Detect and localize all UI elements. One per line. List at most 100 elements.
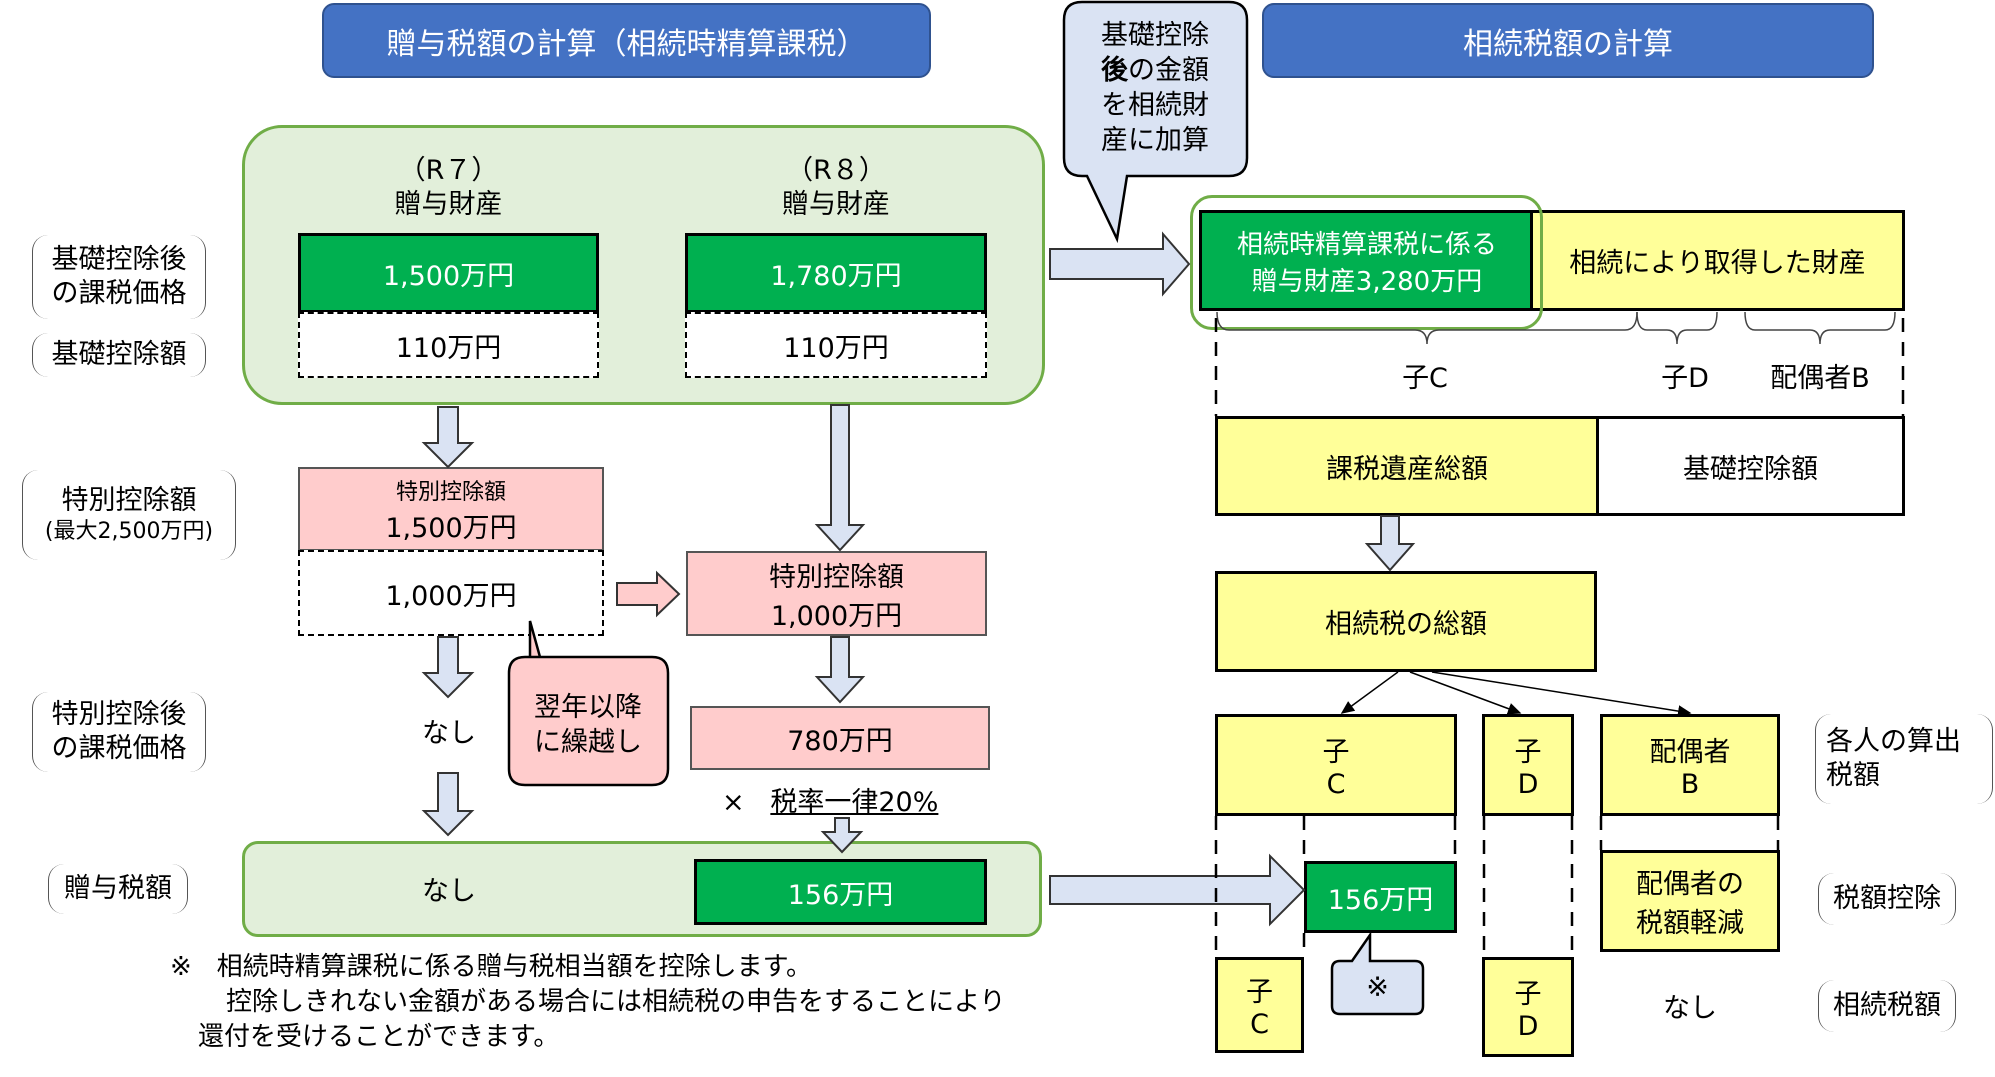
heir-child-d: 子D: [1640, 355, 1730, 395]
label-text: 贈与税額: [64, 873, 172, 905]
times-sign: ×: [722, 787, 745, 818]
heir-label: 子D: [1661, 362, 1709, 394]
box-text: 子: [1322, 737, 1350, 768]
bubble-text: 後の金額: [1101, 53, 1209, 88]
down-arrow-icon: [814, 636, 866, 704]
estate-inherited-portion: 相続により取得した財産: [1530, 210, 1905, 311]
label-text: 特別控除後: [51, 699, 187, 731]
label-inheritance-tax: 相続税額: [1818, 980, 1956, 1032]
r8-heading: （R８） 贈与財産: [685, 148, 987, 228]
label-text: の課税価格: [51, 278, 187, 309]
label-tax-credit: 税額控除: [1818, 873, 1956, 925]
down-arrow-icon: [421, 636, 475, 699]
year-label: （R７）: [398, 155, 499, 187]
bubble-text: の金額: [1128, 54, 1209, 86]
gift-tax-header: 贈与税額の計算（相続時精算課税）: [322, 3, 931, 78]
bubble-text: 産に加算: [1101, 125, 1209, 157]
brace-spouse-b: [1744, 311, 1896, 345]
right-arrow-icon: [1049, 853, 1306, 927]
final-spouse: なし: [1640, 985, 1740, 1025]
amount: 1,500万円: [385, 512, 517, 544]
label-text: 相続税額: [1833, 990, 1941, 1022]
tax-rate: × 税率一律20%: [722, 780, 982, 820]
gift-property-label: 贈与財産: [394, 189, 503, 220]
estate-gift-portion: 相続時精算課税に係る 贈与財産3,280万円: [1199, 210, 1532, 311]
value: なし: [422, 875, 476, 907]
gift-tax-header-text: 贈与税額の計算（相続時精算課税）: [386, 26, 867, 62]
amount: 1,780万円: [770, 260, 902, 292]
carry-over-bubble-text: 翌年以降に繰越し: [512, 675, 664, 775]
bubble-text: ※: [1366, 971, 1389, 1003]
bubble-text-bold: 後: [1101, 54, 1128, 86]
box-text: 相続税の総額: [1325, 609, 1487, 640]
note-bubble-text: ※: [1332, 962, 1423, 1012]
bubble-text: を相続財: [1101, 90, 1209, 121]
r7-after-special: なし: [400, 710, 498, 750]
credit-child-c-box: 156万円: [1304, 861, 1457, 933]
note-line: 相続時精算課税に係る贈与税相当額を控除します。: [216, 952, 812, 982]
note-mark: ※: [170, 952, 192, 982]
heir-label: 子C: [1402, 362, 1448, 394]
r7-taxable-box: 1,500万円: [298, 233, 599, 313]
box-text: 配偶者: [1649, 737, 1731, 768]
right-arrow-icon: [1049, 231, 1191, 297]
box-text: D: [1517, 769, 1539, 800]
r7-gift-tax: なし: [400, 868, 498, 908]
amount: 780万円: [787, 725, 893, 757]
total-inheritance-tax-box: 相続税の総額: [1215, 571, 1597, 672]
r8-basic-box: 110万円: [685, 312, 987, 378]
amount: 156万円: [1327, 884, 1434, 916]
box-text: 税額軽減: [1636, 908, 1744, 939]
r8-special-deduction-box: 特別控除額 1,000万円: [686, 551, 987, 636]
label-text: 各人の算出: [1826, 726, 1961, 758]
add-to-estate-bubble-text: 基礎控除 後の金額 を相続財 産に加算: [1066, 8, 1244, 168]
r7-basic-box: 110万円: [298, 312, 599, 378]
label-after-basic: 基礎控除後 の課税価格: [32, 235, 206, 319]
box-text: 配偶者の: [1636, 869, 1744, 900]
estate-text: 贈与財産3,280万円: [1251, 266, 1483, 297]
amount: 110万円: [395, 332, 502, 364]
label-text: 基礎控除額: [51, 339, 187, 371]
label-basic-deduction: 基礎控除額: [32, 333, 206, 377]
note-line: 還付を受けることができます。: [198, 1022, 560, 1052]
special-title: 特別控除額: [395, 479, 506, 505]
r7-special-deduction-box: 特別控除額 1,500万円: [298, 467, 604, 551]
amount: 1,500万円: [382, 260, 515, 292]
inheritance-tax-header: 相続税額の計算: [1262, 3, 1874, 78]
right-arrow-icon: [616, 570, 681, 618]
bubble-text: 翌年以降: [534, 691, 642, 723]
rate-text: 税率一律20%: [770, 787, 939, 818]
note-line: 控除しきれない金額がある場合には相続税の申告をすることにより: [226, 987, 1006, 1017]
down-arrow-icon: [1364, 515, 1416, 572]
estate-basic-deduction-box: 基礎控除額: [1596, 416, 1905, 516]
label-text: の課税価格: [51, 733, 187, 764]
label-text: 特別控除額: [61, 485, 197, 517]
bubble-text: 基礎控除: [1101, 19, 1209, 51]
gift-highlight-outline: [1190, 195, 1543, 330]
brace-child-d: [1636, 311, 1718, 345]
label-gift-tax: 贈与税額: [48, 864, 188, 914]
box-text: D: [1517, 1011, 1539, 1042]
label-text: (最大2,500万円): [44, 519, 214, 545]
footnote: ※ 相続時精算課税に係る贈与税相当額を控除します。 控除しきれない金額がある場合…: [170, 950, 1110, 1055]
spouse-credit-box: 配偶者の税額軽減: [1600, 850, 1780, 952]
r7-carry-box: 1,000万円: [298, 550, 604, 636]
box-text: 子: [1514, 979, 1542, 1010]
gift-property-label: 贈与財産: [782, 189, 890, 220]
label-after-special: 特別控除後 の課税価格: [32, 692, 206, 772]
down-arrow-icon: [421, 772, 475, 837]
heir-child-c: 子C: [1375, 355, 1475, 395]
box-text: C: [1250, 1009, 1269, 1040]
label-text: 税額: [1826, 760, 1880, 791]
label-text: 基礎控除後: [51, 244, 187, 276]
label-computed-tax: 各人の算出税額: [1815, 714, 1993, 804]
heir-spouse-b: 配偶者B: [1755, 355, 1885, 395]
r8-gift-tax-box: 156万円: [694, 859, 987, 925]
box-text: 基礎控除額: [1683, 453, 1818, 485]
year-label: （R８）: [786, 155, 886, 187]
